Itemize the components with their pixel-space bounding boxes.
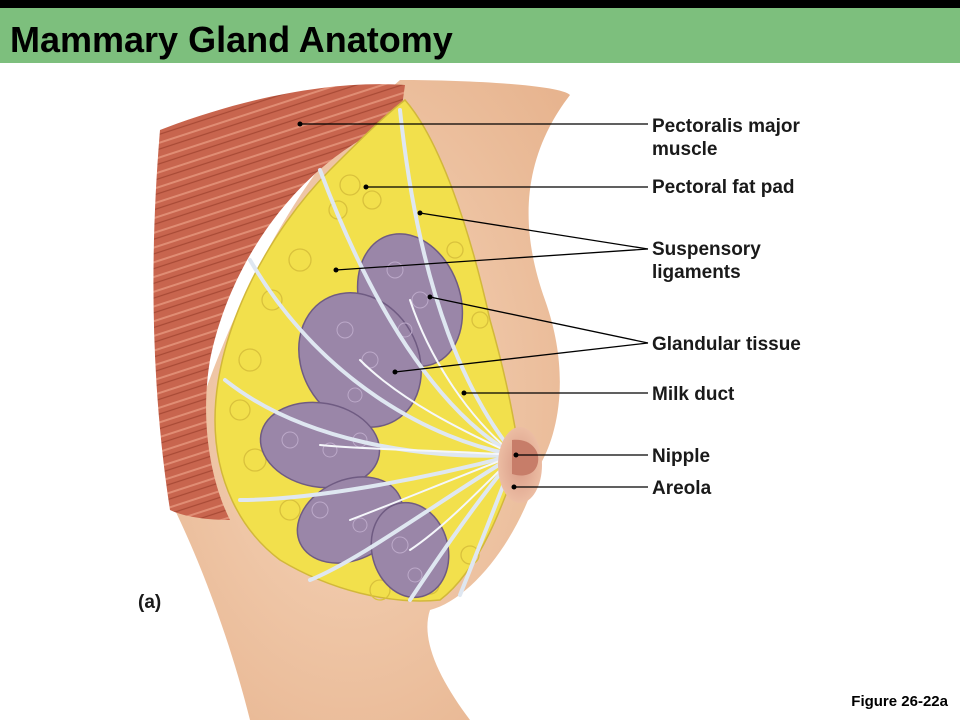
top-border	[0, 0, 960, 8]
gland-lobule-texture	[281, 261, 429, 583]
label-nipple: Nipple	[652, 446, 711, 467]
page-title: Mammary Gland Anatomy	[10, 19, 453, 60]
label-pectoral-fat-pad: Pectoral fat pad	[652, 177, 795, 198]
milk-ducts	[319, 299, 516, 551]
figure-reference: Figure 26-22a	[851, 693, 948, 710]
title-band: Mammary Gland Anatomy	[0, 8, 960, 63]
label-pectoralis-major-muscle: Pectoralis major muscle	[652, 116, 800, 160]
nipple-shape	[512, 439, 539, 476]
label-glandular-tissue: Glandular tissue	[652, 334, 801, 355]
pectoralis-muscle-shape	[153, 84, 405, 520]
leader-lines	[300, 123, 649, 488]
leader-dots	[297, 121, 519, 490]
glandular-lobes	[259, 233, 464, 599]
panel-label: (a)	[138, 592, 162, 613]
label-suspensory-ligaments: Suspensory ligaments	[652, 239, 761, 283]
label-milk-duct: Milk duct	[652, 384, 735, 405]
label-areola: Areola	[652, 478, 712, 499]
